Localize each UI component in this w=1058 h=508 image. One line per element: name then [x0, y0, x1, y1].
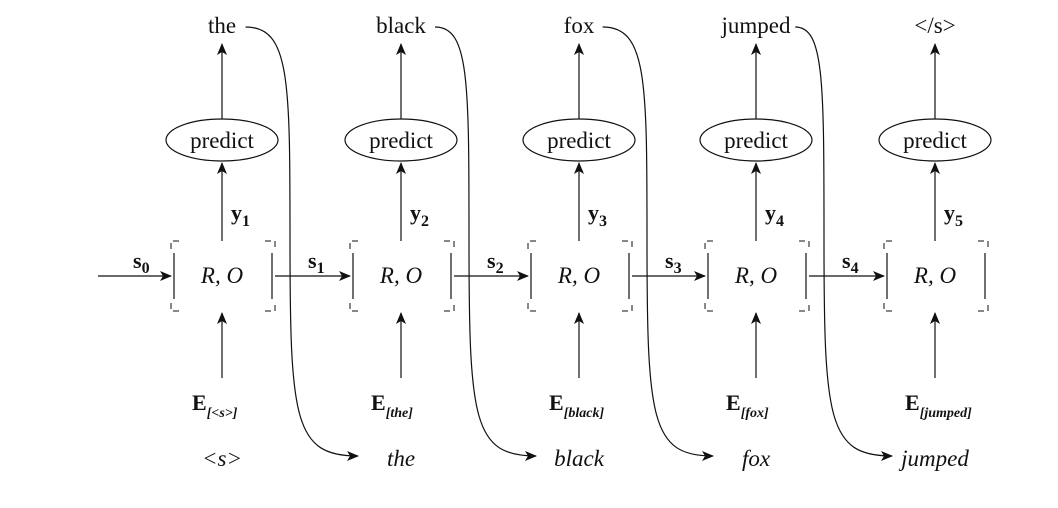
- embedding-label: E[jumped]: [905, 390, 972, 421]
- output-vector-label-subscript: 3: [599, 213, 607, 230]
- input-word: the: [387, 446, 415, 471]
- embedding-label: E[<s>]: [192, 390, 238, 421]
- predict-label: predict: [903, 128, 967, 153]
- output-word: fox: [564, 13, 595, 38]
- state-label-subscript: 0: [142, 260, 150, 277]
- output-vector-label-subscript: 2: [421, 213, 429, 230]
- cell-corners: [527, 240, 633, 312]
- state-label-subscript: 2: [496, 260, 504, 277]
- state-label: s1: [308, 248, 325, 277]
- output-vector-label-base: y: [765, 200, 776, 225]
- rnn-cell-label: R, O: [913, 263, 957, 288]
- embedding-label: E[black]: [549, 390, 604, 421]
- output-vector-label: y2: [410, 200, 429, 230]
- rnn-cell-label: R, O: [557, 263, 601, 288]
- embedding-label-subscript: [jumped]: [920, 406, 972, 421]
- feedback-curve: [245, 26, 359, 461]
- predict-label: predict: [724, 128, 788, 153]
- cell-corners: [170, 240, 276, 312]
- feedback-curve: [795, 26, 893, 461]
- predict-label: predict: [547, 128, 611, 153]
- output-vector-label: y1: [231, 200, 250, 230]
- state-label-base: s: [133, 248, 142, 273]
- embedding-label-base: E: [726, 390, 741, 415]
- output-vector-label-base: y: [944, 200, 955, 225]
- state-label-subscript: 1: [317, 260, 325, 277]
- rnn-cell-label: R, O: [379, 263, 423, 288]
- feedback-curve: [434, 26, 537, 461]
- output-vector-label-base: y: [410, 200, 421, 225]
- state-label-base: s: [308, 248, 317, 273]
- input-word: <s>: [202, 446, 242, 471]
- state-label: s0: [133, 248, 150, 277]
- embedding-label: E[the]: [371, 390, 413, 421]
- state-label: s2: [487, 248, 504, 277]
- output-vector-label-base: y: [588, 200, 599, 225]
- embedding-label: E[fox]: [726, 390, 769, 421]
- cell-corners: [349, 240, 455, 312]
- output-word: black: [376, 13, 426, 38]
- output-word: jumped: [721, 13, 791, 38]
- input-word: black: [554, 446, 605, 471]
- state-label-subscript: 4: [851, 260, 859, 277]
- rnn-cell-label: R, O: [200, 263, 244, 288]
- embedding-label-subscript: [the]: [386, 406, 414, 421]
- state-label: s4: [842, 248, 859, 277]
- output-vector-label-base: y: [231, 200, 242, 225]
- output-vector-label-subscript: 4: [776, 213, 784, 230]
- state-label-subscript: 3: [674, 260, 682, 277]
- embedding-label-base: E: [549, 390, 564, 415]
- output-vector-label-subscript: 5: [955, 213, 963, 230]
- state-label-base: s: [842, 248, 851, 273]
- feedback-curve: [602, 26, 714, 461]
- output-word: </s>: [914, 13, 955, 38]
- predict-label: predict: [190, 128, 254, 153]
- output-word: the: [208, 13, 236, 38]
- embedding-label-subscript: [fox]: [741, 406, 769, 421]
- state-label-base: s: [487, 248, 496, 273]
- embedding-label-base: E: [192, 390, 207, 415]
- predict-label: predict: [369, 128, 433, 153]
- output-vector-label-subscript: 1: [242, 213, 250, 230]
- input-word: fox: [742, 446, 771, 471]
- output-vector-label: y3: [588, 200, 607, 230]
- input-word: jumped: [898, 446, 969, 471]
- embedding-label-base: E: [905, 390, 920, 415]
- state-label: s3: [665, 248, 682, 277]
- rnn-cell-label: R, O: [734, 263, 778, 288]
- cell-corners: [704, 240, 810, 312]
- embedding-label-base: E: [371, 390, 386, 415]
- output-vector-label: y5: [944, 200, 963, 230]
- embedding-label-subscript: [<s>]: [207, 406, 238, 421]
- output-vector-label: y4: [765, 200, 784, 230]
- embedding-label-subscript: [black]: [564, 406, 605, 421]
- cell-corners: [883, 240, 989, 312]
- state-label-base: s: [665, 248, 674, 273]
